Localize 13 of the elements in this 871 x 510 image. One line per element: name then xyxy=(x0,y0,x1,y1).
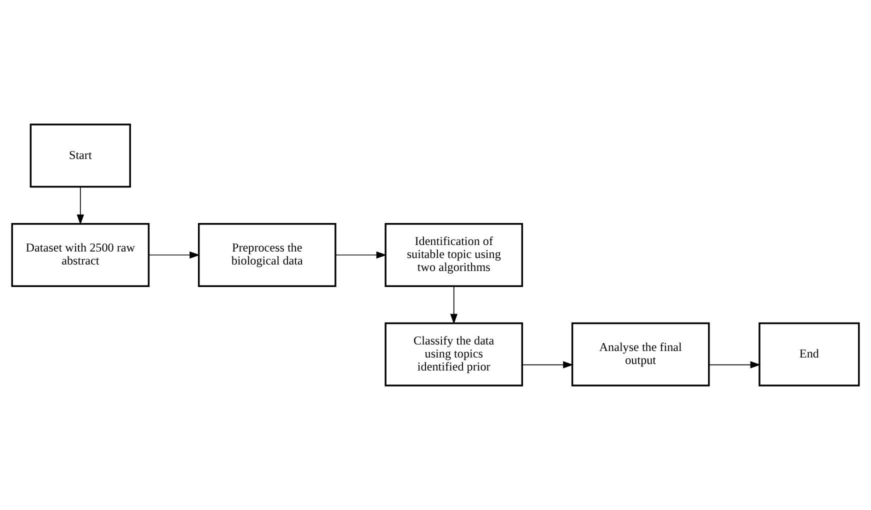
arrow xyxy=(335,251,387,259)
node-box: Preprocess the biological data xyxy=(198,223,336,287)
arrow xyxy=(450,286,458,324)
node-box: Dataset with 2500 raw abstract xyxy=(11,223,150,287)
arrow xyxy=(708,361,761,368)
arrow xyxy=(76,186,84,225)
node-box: Identification of suitable topic using two algorithms xyxy=(384,223,524,287)
node-box: Analyse the final output xyxy=(571,322,710,386)
node-box: Classify the data using topics identified prior xyxy=(384,322,524,386)
arrow xyxy=(522,361,574,368)
node-box: End xyxy=(758,322,860,386)
arrow xyxy=(148,251,200,259)
node-box: Start xyxy=(30,124,131,188)
